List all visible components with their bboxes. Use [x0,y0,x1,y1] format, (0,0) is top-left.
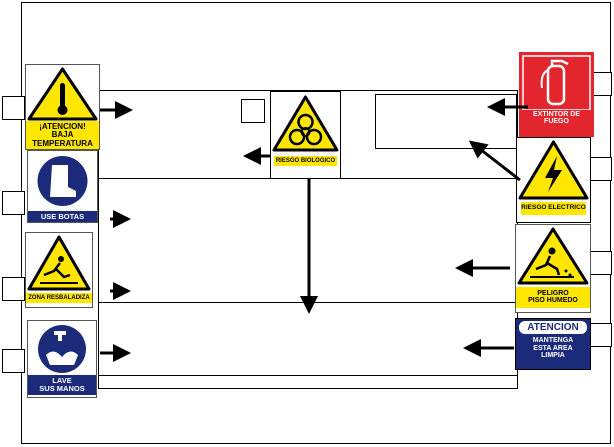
room-box [375,94,517,149]
sign-low-temperature: ¡ATENCION! BAJA TEMPERATURA [25,64,100,150]
caption-line: TEMPERATURA [32,138,93,148]
left-tab [2,277,25,301]
small-marker-box [241,99,265,123]
sign-electric-risk: RIESGO ELECTRICO [516,137,591,223]
right-tab [589,157,612,181]
caption-line: FUEGO [544,118,569,126]
sign-biohazard-caption: RIESGO BIOLOGICO [274,156,337,167]
sign-fire-extinguisher: EXTINTOR DE FUEGO [519,52,594,137]
sign-use-boots: USE BOTAS [27,150,98,223]
right-tab [589,251,612,275]
caption-line: BAJA [51,130,74,140]
wall-line [98,388,518,389]
sign-low-temperature-caption: ¡ATENCION! BAJA TEMPERATURA [26,121,99,149]
sign-wet-floor-caption: PELIGRO PISO HUMEDO [516,287,590,308]
wall-line [98,90,99,388]
caption-line: LIMPIA [541,352,565,360]
sign-electric-risk-caption: RIESGO ELECTRICO [521,202,586,215]
sign-fire-extinguisher-caption: EXTINTOR DE FUEGO [519,110,594,126]
sign-wet-floor: PELIGRO PISO HUMEDO [515,224,591,313]
sign-keep-area-clean: ATENCION MANTENGA ESTA AREA LIMPIA [515,318,591,370]
slipping-person-icon [27,235,91,291]
wall-line [98,302,518,303]
lightning-bolt-icon [518,140,589,200]
sign-slippery-zone-caption: ZONA RESBALADIZA [26,293,92,304]
sign-keep-area-clean-caption: MANTENGA ESTA AREA LIMPIA [516,334,590,360]
left-tab [2,191,25,215]
thermometer-warning-icon [27,67,98,121]
hand-washing-icon [38,325,86,373]
caption-line: ESTA AREA [533,344,573,352]
floor-plan-frame [21,2,611,444]
caption-line: PELIGRO [537,290,569,297]
caption-line: MANTENGA [532,337,574,344]
left-tab [2,96,25,120]
left-tab [2,349,25,373]
fire-extinguisher-icon [522,55,591,110]
caption-line: ¡ATENCION! [39,122,86,131]
caption-line: EXTINTOR DE [533,111,580,118]
caption-line: SUS MANOS [39,383,85,393]
wet-floor-icon [517,227,589,285]
biohazard-icon [272,95,339,152]
caption-line: PISO HUMEDO [528,297,578,305]
sign-use-boots-caption: USE BOTAS [28,211,97,222]
right-tab [589,323,612,347]
sign-biohazard: RIESGO BIOLOGICO [270,91,341,179]
caption-line: LAVE [52,376,72,385]
sign-slippery-zone: ZONA RESBALADIZA [25,232,93,308]
sign-wash-hands: LAVE SUS MANOS [27,320,97,398]
wall-line [98,375,518,376]
boot-icon [37,156,88,206]
sign-keep-area-clean-title: ATENCION [519,321,587,334]
sign-wash-hands-caption: LAVE SUS MANOS [28,375,96,395]
wall-line [98,90,518,91]
